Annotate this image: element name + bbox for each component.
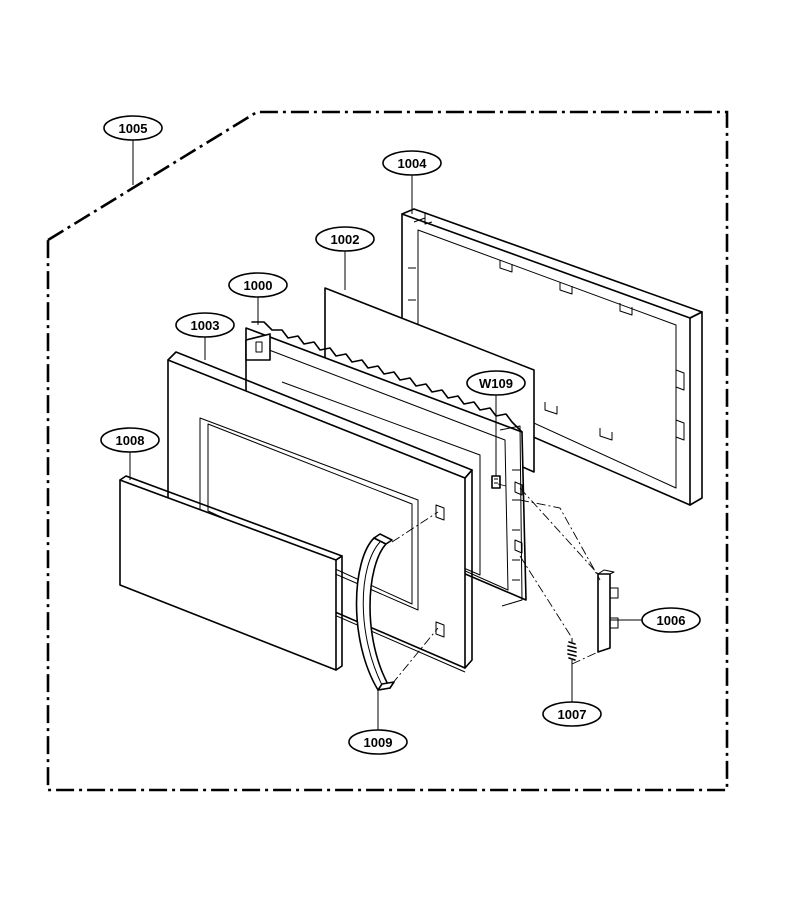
svg-text:1002: 1002 <box>331 232 360 247</box>
label-1009: 1009 <box>348 729 408 755</box>
label-1002: 1002 <box>315 226 375 252</box>
label-1003: 1003 <box>175 312 235 338</box>
part-screw-w109 <box>491 475 501 489</box>
label-w109: W109 <box>466 370 526 396</box>
label-1006: 1006 <box>641 607 701 633</box>
svg-text:1003: 1003 <box>191 318 220 333</box>
svg-text:1005: 1005 <box>119 121 148 136</box>
part-door-handle <box>355 533 395 691</box>
label-1004: 1004 <box>382 150 442 176</box>
part-spring <box>567 638 577 664</box>
label-1005: 1005 <box>103 115 163 141</box>
part-outer-door-panel <box>119 475 343 671</box>
svg-text:1008: 1008 <box>116 433 145 448</box>
svg-text:1006: 1006 <box>657 613 686 628</box>
svg-text:W109: W109 <box>479 376 513 391</box>
label-1007: 1007 <box>542 701 602 727</box>
svg-text:1000: 1000 <box>244 278 273 293</box>
part-latch-hook <box>597 569 619 653</box>
assembly-boundary <box>46 110 729 792</box>
svg-text:1004: 1004 <box>398 156 428 171</box>
assembly-guide-lines <box>391 483 601 685</box>
label-1008: 1008 <box>100 427 160 453</box>
svg-text:1009: 1009 <box>364 735 393 750</box>
part-door-choke <box>167 351 473 673</box>
label-1000: 1000 <box>228 272 288 298</box>
svg-text:1007: 1007 <box>558 707 587 722</box>
leader-lines <box>129 140 642 730</box>
